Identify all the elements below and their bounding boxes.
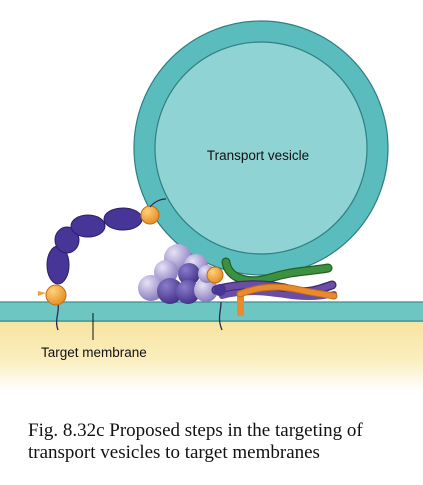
complex-orange-cap — [206, 266, 224, 284]
target-membrane — [0, 302, 423, 322]
membrane-label: Target membrane — [41, 345, 147, 360]
snare-bundle — [211, 257, 338, 331]
vesicle-targeting-diagram: Transport vesicle Target membrane — [0, 20, 423, 391]
figure-caption: Fig. 8.32c Proposed steps in the targeti… — [28, 420, 363, 463]
cytoplasm-region — [0, 321, 423, 391]
tether-vesicle-head — [140, 205, 160, 225]
tethering-complex — [138, 244, 224, 304]
tether-protein — [38, 198, 167, 331]
tether-anchor-head — [45, 284, 67, 306]
vesicle-label: Transport vesicle — [207, 148, 309, 163]
transport-vesicle — [133, 20, 389, 276]
